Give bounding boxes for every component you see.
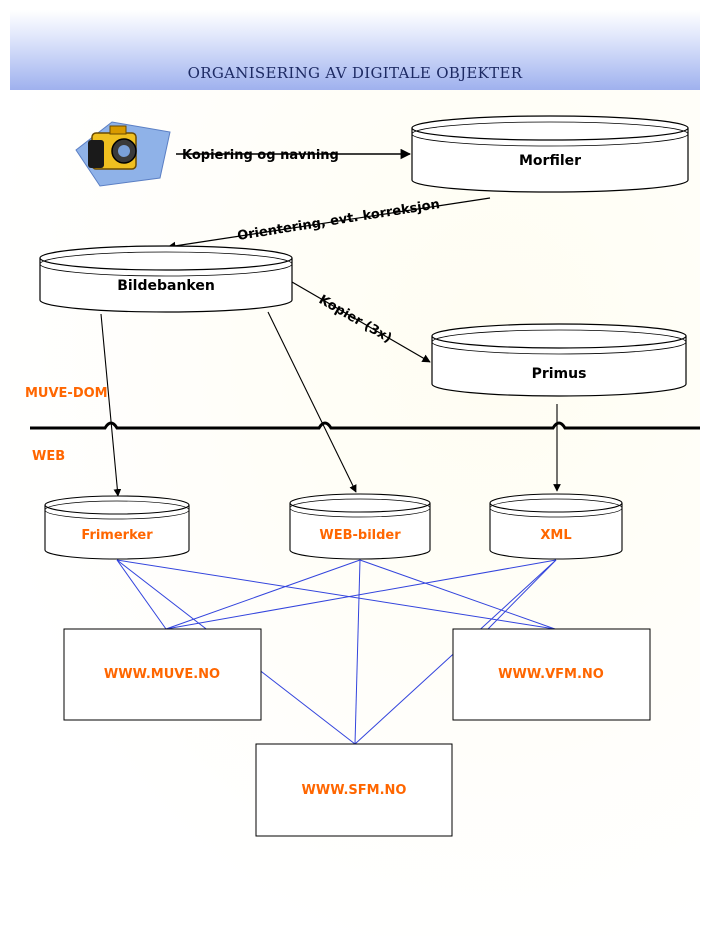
site-connections <box>116 559 557 745</box>
edge-label-copy3x: Kopier (3x) <box>316 292 394 346</box>
header-banner: ORGANISERING AV DIGITALE OBJEKTER <box>10 10 700 90</box>
db-morfiler: Morfiler <box>411 115 689 193</box>
edge-copy3x <box>291 281 431 363</box>
edge-orientation <box>167 197 491 251</box>
db-webbilder: WEB-bilder <box>289 493 431 560</box>
db-label-bildebanken: Bildebanken <box>117 278 215 294</box>
network-divider <box>30 421 700 430</box>
site-box-vfm: WWW.VFM.NO <box>452 628 651 721</box>
db-frimerker: Frimerker <box>44 495 190 560</box>
camera-icon <box>75 121 171 187</box>
zone-label-internal: MUVE-DOM <box>25 386 108 401</box>
page-title: ORGANISERING AV DIGITALE OBJEKTER <box>187 64 523 82</box>
edge-label-orientation: Orientering, evt. korreksjon <box>236 197 441 244</box>
edge-to-frimerker <box>100 313 122 497</box>
site-box-sfm: WWW.SFM.NO <box>255 743 453 837</box>
site-box-muve: WWW.MUVE.NO <box>63 628 262 721</box>
site-label-sfm: WWW.SFM.NO <box>302 783 407 798</box>
edge-label-copy-naming: Kopiering og navning <box>182 148 339 163</box>
edge-to-webbilder <box>267 311 357 493</box>
zone-label-web: WEB <box>32 449 65 464</box>
db-primus: Primus <box>431 323 687 397</box>
db-xml: XML <box>489 493 623 560</box>
db-label-primus: Primus <box>532 366 587 382</box>
db-bildebanken: Bildebanken <box>39 245 293 313</box>
db-label-frimerker: Frimerker <box>81 528 153 543</box>
db-label-webbilder: WEB-bilder <box>319 528 401 543</box>
site-label-vfm: WWW.VFM.NO <box>498 667 604 682</box>
db-label-morfiler: Morfiler <box>519 153 581 169</box>
db-label-xml: XML <box>540 528 571 543</box>
site-label-muve: WWW.MUVE.NO <box>104 667 220 682</box>
